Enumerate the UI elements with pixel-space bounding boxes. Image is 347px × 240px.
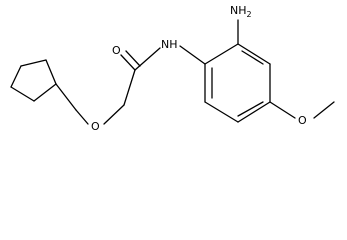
- ring-bond: [20, 59, 47, 67]
- aromatic-inner-bond: [237, 101, 264, 117]
- ring-bond: [45, 59, 57, 85]
- bond-ch2-to-carbonyl: [123, 69, 136, 106]
- amine-label: NH2: [230, 4, 252, 19]
- bond-nh-to-ring: [179, 45, 206, 65]
- ring-bond: [237, 43, 271, 65]
- cyclopentyl-ring: [10, 59, 57, 102]
- ring-bond: [10, 65, 22, 88]
- benzene-ring: [204, 43, 271, 123]
- bond-ring-to-methoxy-o: [269, 101, 296, 119]
- aromatic-inner-bond: [241, 50, 264, 65]
- methoxy-oxygen-label: O: [298, 114, 307, 127]
- ring-bond: [33, 83, 57, 102]
- bond-ring-to-ether-carbon: [55, 83, 77, 111]
- ring-bond: [10, 86, 35, 102]
- bond-o-to-ch2: [103, 104, 125, 125]
- ether-oxygen-label: O: [91, 120, 100, 133]
- ring-bond: [204, 101, 239, 123]
- bond-ether-carbon-to-o: [75, 109, 89, 125]
- ring-bond: [237, 101, 271, 123]
- carbonyl-oxygen-label: O: [112, 44, 121, 57]
- molecule-diagram: NH2 NH O O O: [10, 4, 335, 133]
- bond-methoxy-o-to-ch3: [313, 101, 335, 119]
- amide-nh-label: NH: [161, 38, 178, 51]
- bond-carbonyl-to-nh: [134, 47, 161, 71]
- carbonyl-double-bond-a: [120, 54, 136, 71]
- carbonyl-double-bond-b: [125, 50, 141, 67]
- ring-bond: [204, 43, 239, 65]
